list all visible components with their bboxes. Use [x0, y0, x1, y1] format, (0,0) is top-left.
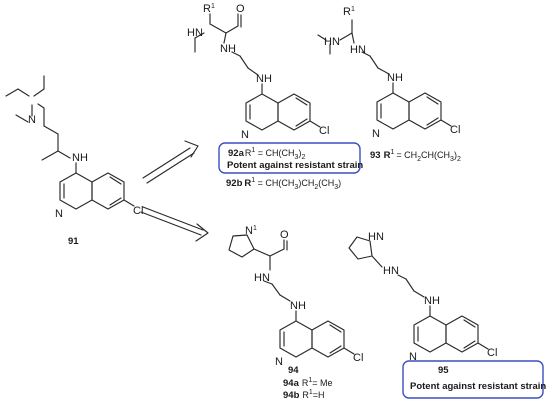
- c94-hn: HN: [254, 272, 270, 284]
- c95-ring-n: N: [409, 351, 417, 363]
- c94-cl: Cl: [353, 352, 363, 364]
- c92-nh-amide: NH: [220, 43, 236, 55]
- compound-91-label: 91: [68, 236, 79, 247]
- c95-nh-ring: HN: [368, 231, 384, 243]
- c93-r1: R1: [343, 6, 355, 18]
- compound-92-structure: [194, 13, 321, 131]
- compound-91-structure: [5, 75, 135, 210]
- c93-ring-n: N: [372, 128, 380, 140]
- compound-95-label: 95: [438, 365, 449, 376]
- c95-hn: HN: [383, 265, 399, 277]
- arrow-to-92-93: [142, 140, 199, 184]
- c91-nh: NH: [72, 152, 88, 164]
- arrow-to-94-95: [140, 206, 209, 242]
- c95-nh: NH: [424, 295, 440, 307]
- c92-r1: R1: [203, 3, 215, 15]
- compound-93-structure: [317, 19, 452, 130]
- c94-o: O: [280, 229, 289, 241]
- compound-92-potency-note: Potent against resistant strain: [227, 160, 363, 171]
- c92-ring-n: N: [241, 129, 249, 141]
- c93-hn: HN: [350, 44, 366, 56]
- compound-92a-caption: 92aR1 = CH(CH3)2: [228, 147, 305, 161]
- c94-nh: NH: [290, 300, 306, 312]
- compound-94-structure: [228, 234, 355, 358]
- c94-ring-n: N: [275, 356, 283, 368]
- c93-n: HN: [324, 36, 340, 48]
- c92-nh: NH: [256, 73, 272, 85]
- c91-cl: Cl: [133, 205, 143, 217]
- c92-cl: Cl: [319, 125, 329, 137]
- compound-95-highlight-box: [402, 360, 544, 399]
- compound-95-structure: [348, 236, 489, 353]
- c92-hn: HN: [187, 27, 203, 39]
- compound-92-highlight-box: [218, 142, 361, 174]
- compound-94-label: 94: [288, 365, 299, 376]
- c91-ring-n: N: [55, 208, 63, 220]
- c95-cl: Cl: [487, 347, 497, 359]
- c92-o: O: [236, 3, 245, 15]
- compound-95-potency-note: Potent against resistant strain: [410, 381, 546, 392]
- c93-nh: NH: [387, 72, 403, 84]
- c94-n-r1: N1: [245, 225, 257, 237]
- c91-n-amine: N: [28, 114, 36, 126]
- c93-cl: Cl: [450, 124, 460, 136]
